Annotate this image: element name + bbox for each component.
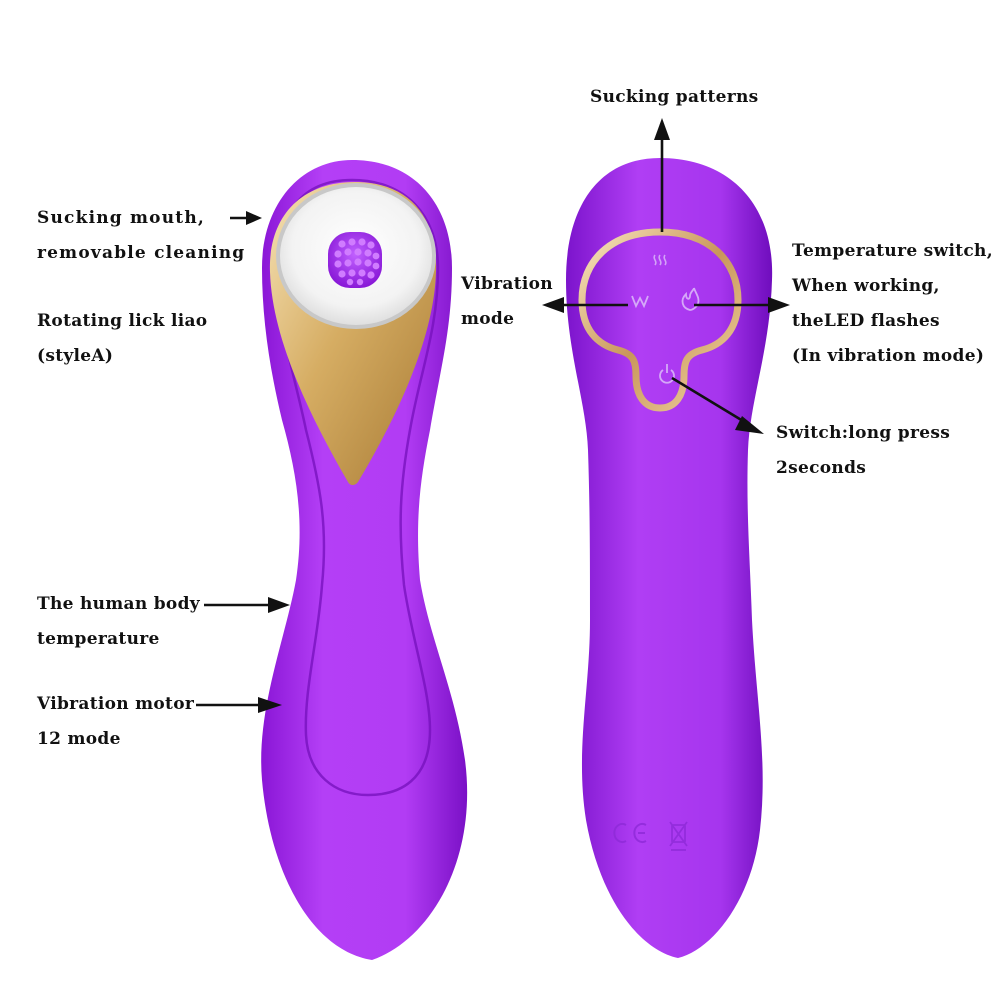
label-line: Sucking patterns [590, 87, 759, 107]
label-vibration-motor: Vibration motor 12 mode [37, 687, 194, 757]
label-line: Switch:long press [776, 423, 951, 443]
arrow-body-temperature [204, 597, 290, 613]
ce-mark-icon [613, 823, 647, 843]
label-line: 2seconds [776, 458, 867, 478]
label-line: Sucking mouth, [37, 208, 206, 228]
label-line: When working, [792, 276, 940, 296]
arrow-sucking-patterns [654, 118, 670, 232]
label-line: (styleA) [37, 346, 114, 366]
label-line: removable cleaning [37, 243, 246, 263]
power-icon [659, 364, 675, 384]
arrow-sucking-mouth [230, 211, 262, 225]
arrow-vibration-motor [196, 697, 282, 713]
label-vibration-mode: Vibration mode [461, 267, 553, 337]
vibration-icon [631, 295, 649, 309]
label-rotating-lick: Rotating lick liao (styleA) [37, 304, 207, 374]
wave-icon [653, 254, 667, 266]
label-sucking-patterns: Sucking patterns [590, 80, 759, 115]
label-line: theLED flashes [792, 311, 940, 331]
weee-bin-icon [669, 821, 688, 851]
label-line: temperature [37, 629, 160, 649]
label-line: mode [461, 309, 515, 329]
label-line: 12 mode [37, 729, 121, 749]
arrow-power-switch [671, 376, 764, 434]
label-power-switch: Switch:long press 2seconds [776, 416, 950, 486]
label-sucking-mouth: Sucking mouth, removable cleaning [37, 201, 245, 271]
rotating-lick-nub [328, 232, 382, 288]
label-line: Temperature switch, [792, 241, 993, 261]
arrow-temperature-switch [694, 297, 790, 313]
label-temperature-switch: Temperature switch, When working, theLED… [792, 234, 993, 374]
arrow-vibration-mode [542, 297, 628, 313]
label-line: Vibration motor [37, 694, 195, 714]
label-line: Rotating lick liao [37, 311, 208, 331]
label-body-temperature: The human body temperature [37, 587, 200, 657]
right-device-body [566, 158, 773, 958]
left-device-groove [276, 178, 440, 797]
label-line: Vibration [461, 274, 553, 294]
control-ring [578, 228, 742, 412]
label-line: The human body [37, 594, 200, 614]
label-line: (In vibration mode) [792, 346, 985, 366]
